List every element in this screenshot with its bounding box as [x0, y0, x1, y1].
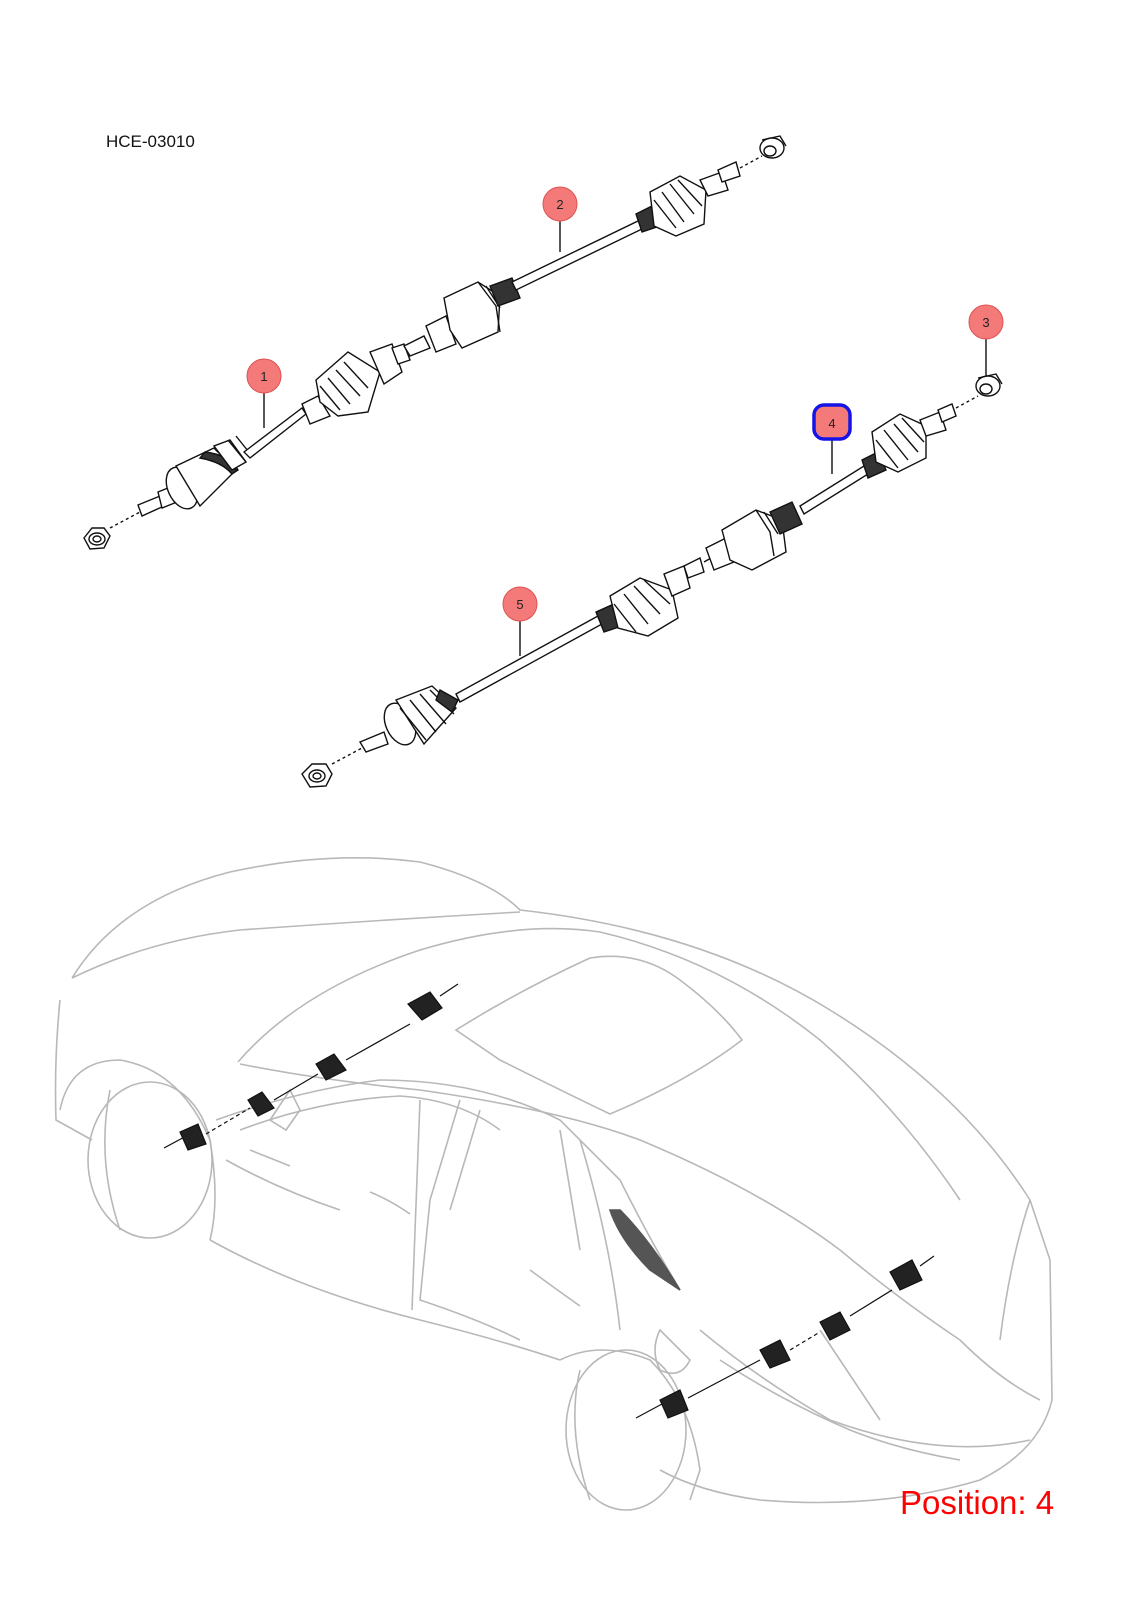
callout-4[interactable]: 4 — [812, 403, 852, 474]
inner-cv-joint-1 — [301, 343, 411, 425]
vehicle-drive-shafts — [163, 983, 935, 1419]
lock-nut-left — [83, 527, 111, 550]
callout-2[interactable]: 2 — [542, 186, 578, 252]
callout-4-highlight — [812, 403, 852, 441]
lock-nut-lower — [301, 763, 333, 788]
callout-1[interactable]: 1 — [246, 358, 282, 428]
inner-joint-housing-2 — [425, 277, 521, 353]
callout-3[interactable]: 3 — [968, 304, 1004, 376]
inner-cv-joint-5 — [595, 556, 705, 637]
callouts: 1 2 3 4 5 — [246, 186, 1004, 656]
outer-cv-joint-1 — [165, 447, 245, 510]
washer-3 — [975, 373, 1003, 397]
callout-5-label: 5 — [516, 597, 523, 612]
callout-4-label: 4 — [828, 416, 835, 431]
lock-nut-top — [759, 135, 787, 159]
callout-2-label: 2 — [556, 197, 563, 212]
outer-cv-joint-5 — [383, 685, 459, 746]
callout-5[interactable]: 5 — [502, 586, 538, 656]
position-label: Position: 4 — [900, 1484, 1055, 1521]
inner-joint-housing-4 — [705, 501, 803, 571]
outer-cv-joint-4 — [861, 403, 957, 479]
diagram-code: HCE-03010 — [106, 132, 195, 151]
outer-cv-joint-2 — [635, 161, 741, 237]
callout-1-label: 1 — [260, 369, 267, 384]
front-left-drive-shaft — [83, 135, 787, 550]
vehicle-outline — [54, 856, 1053, 1511]
callout-3-label: 3 — [982, 315, 989, 330]
front-right-drive-shaft — [301, 373, 1003, 788]
